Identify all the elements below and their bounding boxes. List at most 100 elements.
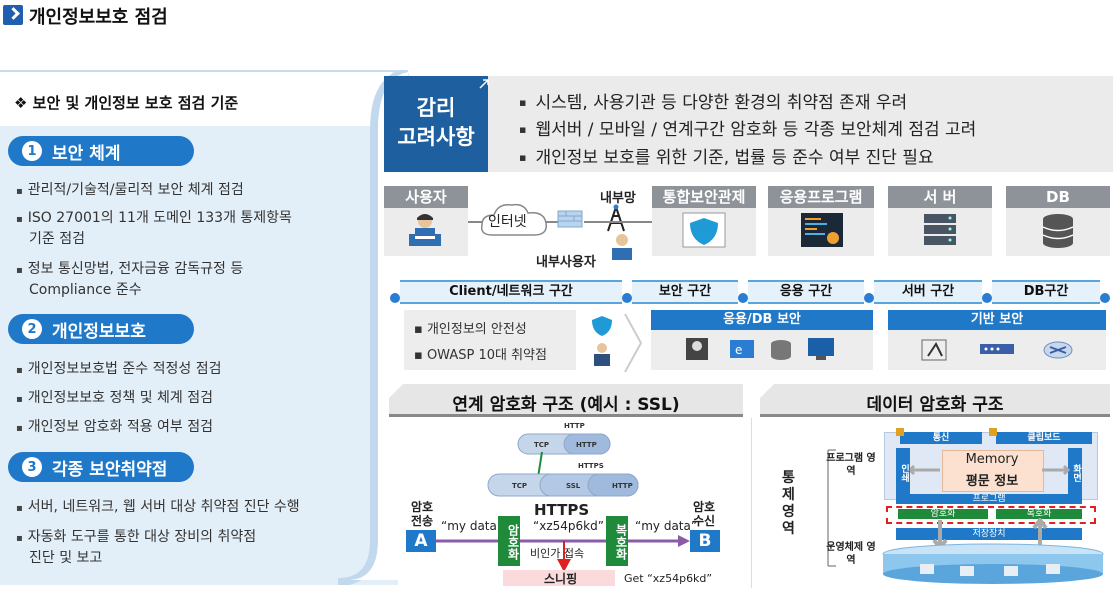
- check-icons: [592, 316, 612, 366]
- zone-dot: [982, 293, 992, 303]
- storage-bar: 저장장치: [896, 528, 1082, 540]
- plain-data-right: “my data”: [635, 519, 698, 533]
- corner-arrow-icon: [479, 79, 489, 89]
- plain-info-label: 평문 정보: [965, 474, 1019, 489]
- consideration-label-line1: 감리: [416, 96, 456, 120]
- encrypt-box: 암호화: [498, 516, 520, 566]
- criteria-heading: ❖ 보안 및 개인정보 보호 점검 기준: [14, 94, 239, 112]
- application-header: 응용프로그램: [768, 186, 874, 208]
- criteria-item: 개인정보 암호화 적용 여부 점검: [16, 417, 213, 439]
- criteria-item: 개인정보보호법 준수 적정성 점검: [16, 359, 222, 381]
- section-pill-security: 1 보안 체계: [8, 136, 194, 166]
- internal-user-label: 내부사용자: [536, 255, 596, 270]
- zone-dot: [622, 293, 632, 303]
- ssl-flow-arrow: [436, 535, 690, 547]
- encrypt-bar: 암호화: [898, 509, 988, 519]
- unauthorized-label: 비인가 접속: [530, 547, 585, 560]
- check-items-bg: [404, 310, 576, 370]
- infra-security-icons: [921, 339, 1073, 361]
- section-pill-privacy: 2 개인정보보호: [8, 314, 194, 344]
- sender-label: 암호 전송: [411, 500, 433, 528]
- sniffing-label: 스니핑: [544, 572, 578, 586]
- enc-zone-outline: [886, 506, 1096, 524]
- criteria-item-cont: 진단 및 보고: [29, 550, 103, 566]
- ssl-title-bar: [389, 384, 743, 417]
- app-db-security-icons: e: [686, 338, 834, 360]
- zone-dot: [738, 293, 748, 303]
- zone-security: 보안 구간: [632, 280, 738, 304]
- ops-area-label: 운영체제 영역: [826, 542, 876, 566]
- section-number: 2: [22, 319, 42, 339]
- criteria-item: ISO 27001의 11개 도메인 133개 통제항목: [16, 208, 292, 230]
- data-enc-title-bar: [760, 384, 1110, 417]
- criteria-item-cont: Compliance 준수: [29, 282, 142, 298]
- criteria-item: 개인정보보호 정책 및 체계 점검: [16, 388, 213, 410]
- receiver-label-1: 암호: [693, 500, 716, 514]
- page-title: 개인정보보호 점검: [29, 7, 168, 28]
- section-pill-vuln: 3 각종 보안취약점: [8, 452, 194, 482]
- data-enc-title: 데이터 암호화 구조: [866, 395, 1004, 415]
- server-header: 서 버: [888, 186, 992, 208]
- stack2-right-label: HTTP: [612, 482, 633, 490]
- program-area-label: 프로그램 영역: [826, 453, 876, 477]
- https-label: HTTPS: [534, 501, 590, 519]
- link-line-2: [584, 221, 652, 223]
- cipher-text: “xz54p6kd”: [533, 519, 604, 533]
- consideration-label: 감리 고려사항: [384, 94, 488, 152]
- consideration-item: 개인정보 보호를 위한 기준, 법률 등 준수 여부 진단 필요: [519, 143, 933, 168]
- node-a: A: [406, 530, 436, 552]
- internal-network-label: 내부망: [600, 191, 636, 206]
- control-area-label: 통제영역: [782, 470, 795, 537]
- print-bar: 인쇄: [896, 448, 910, 494]
- panel-divider: [751, 418, 752, 588]
- user-pc-icon: [409, 214, 441, 246]
- stack1-right-label: HTTP: [576, 441, 597, 449]
- consideration-label-box: [384, 76, 488, 172]
- stack1-top-label: HTTP: [564, 422, 585, 430]
- receiver-label: 암호 수신: [693, 500, 715, 528]
- security-ctrl-header: 통합보안관제: [652, 186, 756, 208]
- check-item-label: 개인정보의 안전성: [426, 322, 527, 337]
- zone-dot: [390, 293, 400, 303]
- comm-bar: 통신: [900, 432, 982, 444]
- memory-label: Memory: [965, 452, 1019, 467]
- zone-client-network: Client/네트워크 구간: [400, 280, 622, 304]
- section-title: 개인정보보호: [52, 321, 146, 342]
- clipboard-bar: 클립보드: [996, 432, 1092, 444]
- zone-dot: [864, 293, 874, 303]
- sender-label-1: 암호: [411, 500, 434, 514]
- internal-user-icon: [612, 234, 632, 260]
- code-window-icon: [801, 213, 843, 247]
- ssl-title: 연계 암호화 구조 (예시 : SSL): [452, 395, 680, 415]
- app-db-security-header: 응용/DB 보안: [651, 310, 873, 330]
- node-b: B: [690, 530, 720, 552]
- stack2-mid-label: SSL: [566, 482, 581, 490]
- section-number: 1: [22, 141, 42, 161]
- screen-bar: 화면: [1068, 448, 1082, 494]
- database-icon: [1042, 214, 1074, 248]
- consideration-label-line2: 고려사항: [397, 125, 475, 149]
- zone-db: DB구간: [992, 280, 1100, 304]
- consideration-item: 시스템, 사용기관 등 다양한 환경의 취약점 존재 우려: [519, 88, 907, 113]
- criteria-item: 관리적/기술적/물리적 보안 체계 점검: [16, 180, 244, 202]
- zone-dot: [1100, 293, 1110, 303]
- storage-disk: [882, 543, 1104, 584]
- db-header: DB: [1006, 186, 1110, 208]
- lock-icons: [896, 428, 997, 436]
- plain-data-left: “my data”: [441, 519, 504, 533]
- server-rack-icon: [924, 214, 956, 245]
- section-number: 3: [22, 457, 42, 477]
- stack2-left-label: TCP: [512, 482, 528, 490]
- zone-server: 서버 구간: [874, 280, 982, 304]
- stack1-cylinders: [517, 433, 611, 455]
- stack2-top-label: HTTPS: [578, 462, 604, 470]
- check-item-label: OWASP 10대 취약점: [426, 348, 547, 363]
- internet-label: 인터넷: [488, 214, 527, 230]
- criteria-item: 서버, 네트워크, 웹 서버 대상 취약점 진단 수행: [16, 497, 300, 519]
- user-layer-header: 사용자: [384, 186, 468, 208]
- criteria-item: 정보 통신망법, 전자금융 감독규정 등: [16, 259, 243, 281]
- shield-monitor-icon: [682, 212, 726, 248]
- control-brace: [798, 436, 838, 586]
- firewall-icon: [557, 210, 583, 228]
- svg-text:e: e: [735, 343, 742, 357]
